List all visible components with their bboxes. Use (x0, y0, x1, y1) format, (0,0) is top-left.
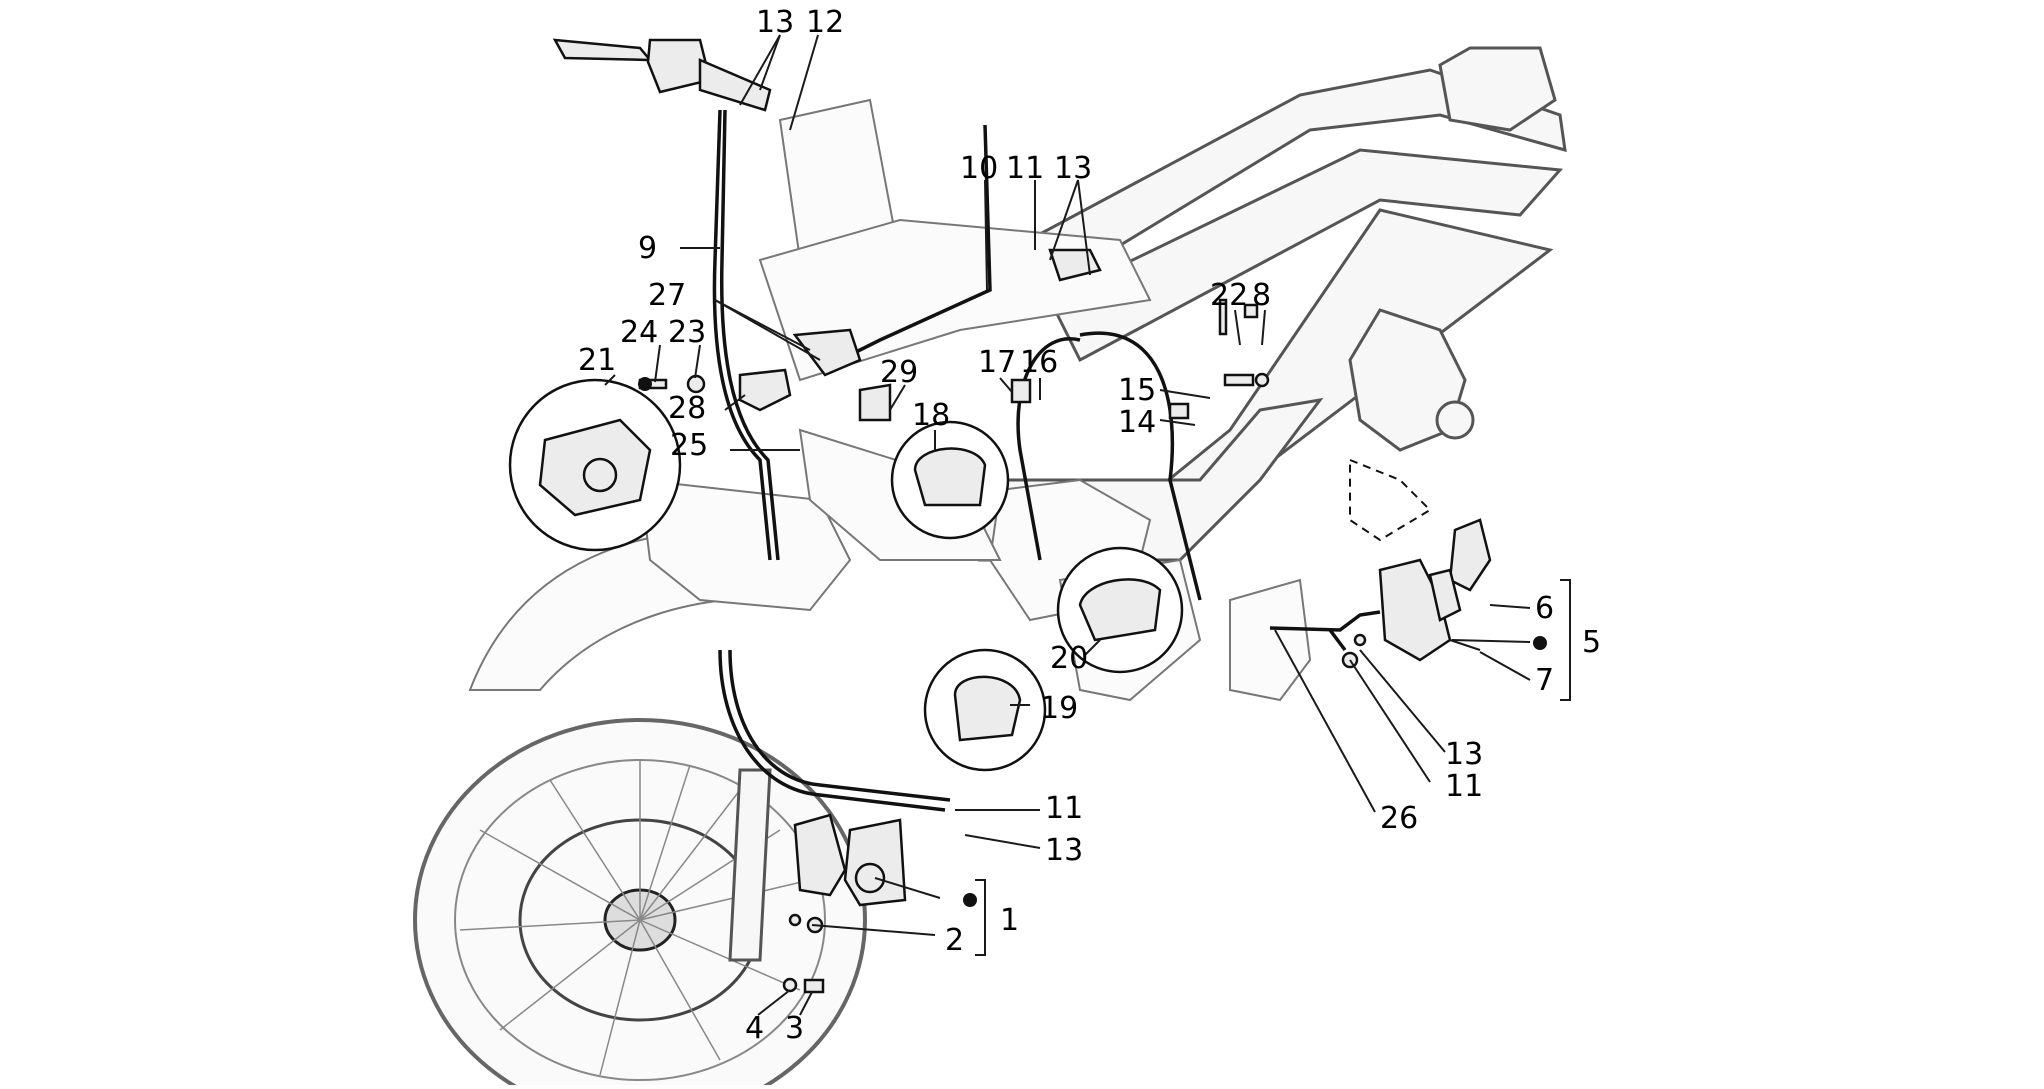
callout-12: 12 (806, 5, 844, 40)
callout-28: 28 (668, 391, 706, 426)
callout-23: 23 (668, 315, 706, 350)
callout-8: 8 (1252, 278, 1271, 313)
rear-caliper-assembly (1341, 458, 1492, 669)
callout-15: 15 (1118, 373, 1156, 408)
callout-13: 13 (756, 5, 794, 40)
callout-16: 16 (1020, 345, 1058, 380)
callout-29: 29 (880, 355, 918, 390)
clamp-parts (638, 248, 1270, 422)
front-wheel (413, 718, 867, 1089)
callout-11: 11 (1445, 769, 1483, 804)
callout-4: 4 (745, 1011, 764, 1046)
callout-7: 7 (1535, 663, 1554, 698)
callout-22: 22 (1210, 278, 1248, 313)
callout-10: 10 (960, 151, 998, 186)
callout-14: 14 (1118, 405, 1156, 440)
callout-3: 3 (785, 1011, 804, 1046)
detail-bubble-21 (508, 378, 682, 552)
group-dots (638, 377, 1547, 907)
detail-bubble-19 (923, 648, 1047, 772)
callout-26: 26 (1380, 801, 1418, 836)
callout-13: 13 (1445, 737, 1483, 772)
callout-2: 2 (945, 923, 964, 958)
callout-13: 13 (1054, 151, 1092, 186)
callout-18: 18 (912, 398, 950, 433)
callout-17: 17 (978, 345, 1016, 380)
handlebar-master-cylinder (552, 38, 772, 112)
front-caliper-assembly (782, 813, 907, 994)
leader-lines (604, 34, 1571, 1016)
callout-19: 19 (1040, 691, 1078, 726)
callout-11: 11 (1045, 791, 1083, 826)
callout-20: 20 (1050, 641, 1088, 676)
callout-11: 11 (1006, 151, 1044, 186)
callout-27: 27 (648, 278, 686, 313)
callout-24: 24 (620, 315, 658, 350)
callout-9: 9 (638, 231, 657, 266)
callout-21: 21 (578, 343, 616, 378)
detail-bubble-18 (890, 420, 1010, 540)
callout-25: 25 (670, 428, 708, 463)
callout-13: 13 (1045, 833, 1083, 868)
callout-1: 1 (1000, 903, 1019, 938)
callout-6: 6 (1535, 591, 1554, 626)
callout-labels: 13 12 9 27 24 23 21 28 25 10 11 13 17 16… (578, 5, 1601, 1046)
detail-bubble-20 (1056, 546, 1184, 674)
callout-5: 5 (1582, 625, 1601, 660)
